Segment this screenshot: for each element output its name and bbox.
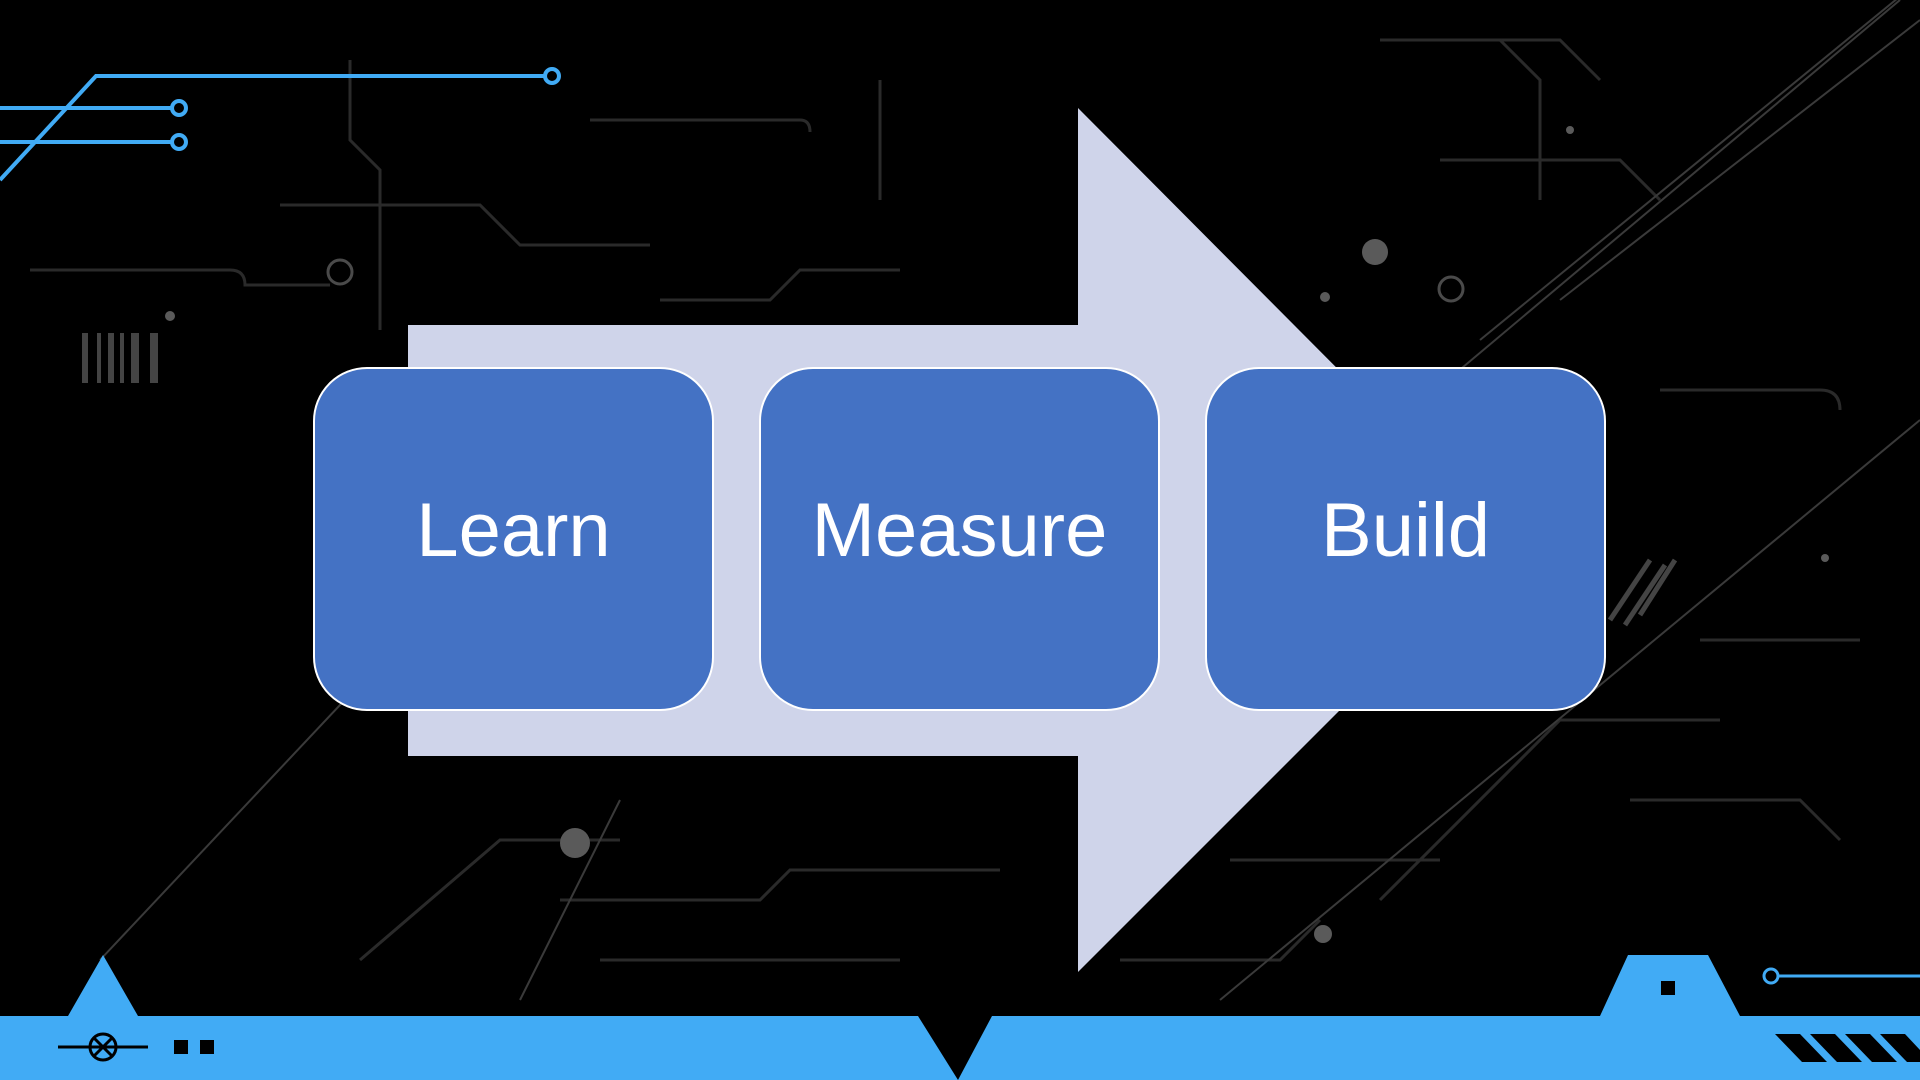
step-label: Measure xyxy=(811,488,1108,573)
step-measure[interactable]: Measure xyxy=(759,367,1160,711)
connector-line-icon xyxy=(1762,967,1920,985)
hatch-decoration xyxy=(1607,558,1678,627)
step-learn[interactable]: Learn xyxy=(313,367,714,711)
background-rings xyxy=(326,258,1465,303)
square-pair-icon xyxy=(174,1040,214,1054)
step-build[interactable]: Build xyxy=(1205,367,1606,711)
circuit-lines-icon xyxy=(0,67,561,182)
step-label: Learn xyxy=(416,488,611,573)
barcode-decoration xyxy=(82,333,158,383)
square-marker-icon xyxy=(1661,981,1675,995)
x-circle-icon xyxy=(58,1032,148,1062)
background-dots xyxy=(165,126,1829,943)
bottom-bar xyxy=(0,955,1920,1080)
step-label: Build xyxy=(1321,488,1490,573)
stripes-icon xyxy=(1775,1034,1920,1062)
